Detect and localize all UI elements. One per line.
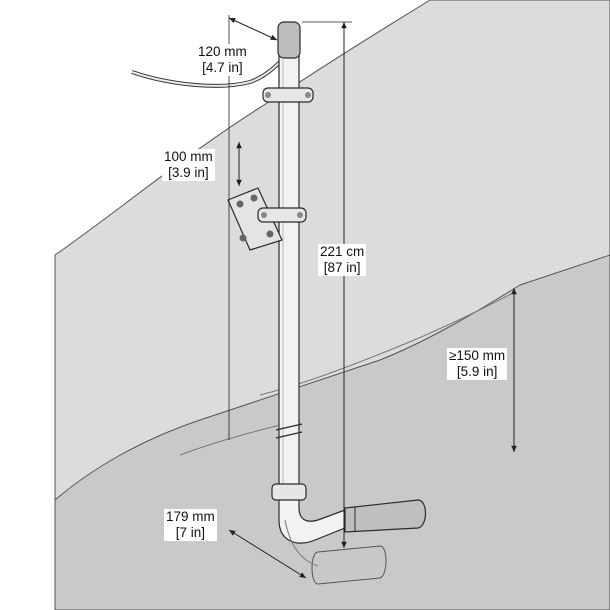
mounting-bracket [227,187,307,251]
sensor-offset-metric: 179 mm [166,509,215,524]
pole-break-mark [275,423,303,439]
min-depth-metric: ≥150 mm [449,348,506,363]
mounting-pole [278,39,300,501]
bracket-spacing-metric: 100 mm [164,149,213,164]
total-height-imperial: [87 in] [323,260,361,275]
total-height-metric: 221 cm [320,244,365,259]
cable-offset-label: 120 mm [4.7 in] [196,44,249,76]
upper-clamp [262,87,314,103]
bracket-spacing-label: 100 mm [3.9 in] [162,149,215,181]
total-height-label: 221 cm [87 in] [318,244,367,276]
sensor-probe [344,499,427,533]
cable-offset-imperial: [4.7 in] [202,60,243,75]
sensor-offset-label: 179 mm [7 in] [164,509,217,541]
elbow-coupling [271,483,307,501]
sensor-reflection [311,545,387,585]
pole-cap [277,21,301,59]
cable-offset-metric: 120 mm [198,44,247,59]
bracket-spacing-imperial: [3.9 in] [168,165,209,180]
min-depth-imperial: [5.9 in] [456,364,498,379]
min-depth-label: ≥150 mm [5.9 in] [447,348,508,380]
sensor-offset-imperial: [7 in] [175,525,206,540]
